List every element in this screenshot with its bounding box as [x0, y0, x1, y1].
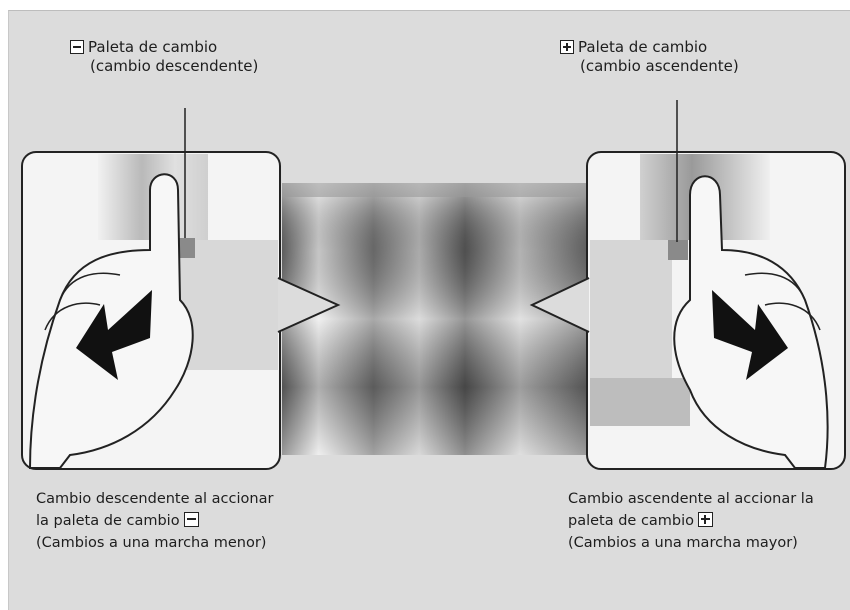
minus-box-icon: [183, 512, 199, 527]
left-caption: Cambio descendente al accionar la paleta…: [36, 488, 273, 554]
right-arrow: [712, 290, 788, 380]
right-caption-line2: paleta de cambio: [568, 513, 695, 529]
right-caption-line3: (Cambios a una marcha mayor): [568, 535, 798, 551]
left-callout-subtitle: (cambio descendente): [90, 57, 259, 75]
plus-box-icon: [560, 40, 574, 54]
plus-paddle: [668, 240, 688, 260]
dashboard-image: [282, 183, 587, 455]
left-zoom-box: [21, 151, 341, 470]
left-caption-line2: la paleta de cambio: [36, 513, 180, 529]
left-callout-title: Paleta de cambio: [88, 38, 218, 56]
left-hand: [28, 173, 194, 469]
right-zoom-box: [529, 151, 846, 470]
left-arrow: [76, 290, 152, 380]
left-caption-line1: Cambio descendente al accionar: [36, 491, 274, 507]
right-hand: [673, 175, 829, 469]
minus-box-icon: [70, 40, 84, 54]
right-caption: Cambio ascendente al accionar la paleta …: [568, 488, 814, 554]
right-callout: Paleta de cambio (cambio ascendente): [560, 38, 739, 76]
plus-box-icon: [698, 512, 714, 527]
left-caption-line3: (Cambios a una marcha menor): [36, 535, 267, 551]
right-callout-title: Paleta de cambio: [578, 38, 708, 56]
right-caption-line1: Cambio ascendente al accionar la: [568, 491, 814, 507]
left-callout: Paleta de cambio (cambio descendente): [70, 38, 258, 76]
right-callout-subtitle: (cambio ascendente): [580, 57, 739, 75]
